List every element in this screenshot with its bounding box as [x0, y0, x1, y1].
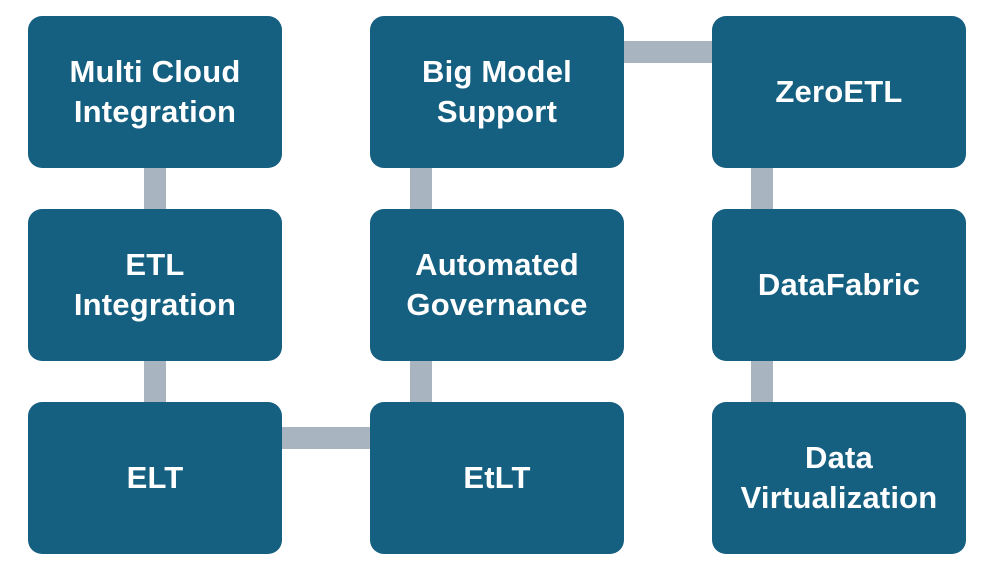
connector-multi-cloud-to-etl: [144, 168, 166, 209]
connector-automated-governance-to-big-model: [410, 168, 432, 209]
connector-datafabric-to-data-virtualization: [751, 361, 773, 402]
connector-zeroetl-to-datafabric: [751, 168, 773, 209]
connector-big-model-to-zeroetl: [624, 41, 712, 63]
node-zeroetl: ZeroETL: [712, 16, 966, 168]
node-datafabric: DataFabric: [712, 209, 966, 361]
node-elt: ELT: [28, 402, 282, 554]
connector-etlt-to-automated-governance: [410, 361, 432, 402]
connector-elt-to-etlt: [282, 427, 370, 449]
node-automated-governance: Automated Governance: [370, 209, 624, 361]
node-data-virtualization: Data Virtualization: [712, 402, 966, 554]
connector-etl-to-elt: [144, 361, 166, 402]
node-etl-integration: ETL Integration: [28, 209, 282, 361]
node-etlt: EtLT: [370, 402, 624, 554]
node-multi-cloud-integration: Multi Cloud Integration: [28, 16, 282, 168]
node-big-model-support: Big Model Support: [370, 16, 624, 168]
